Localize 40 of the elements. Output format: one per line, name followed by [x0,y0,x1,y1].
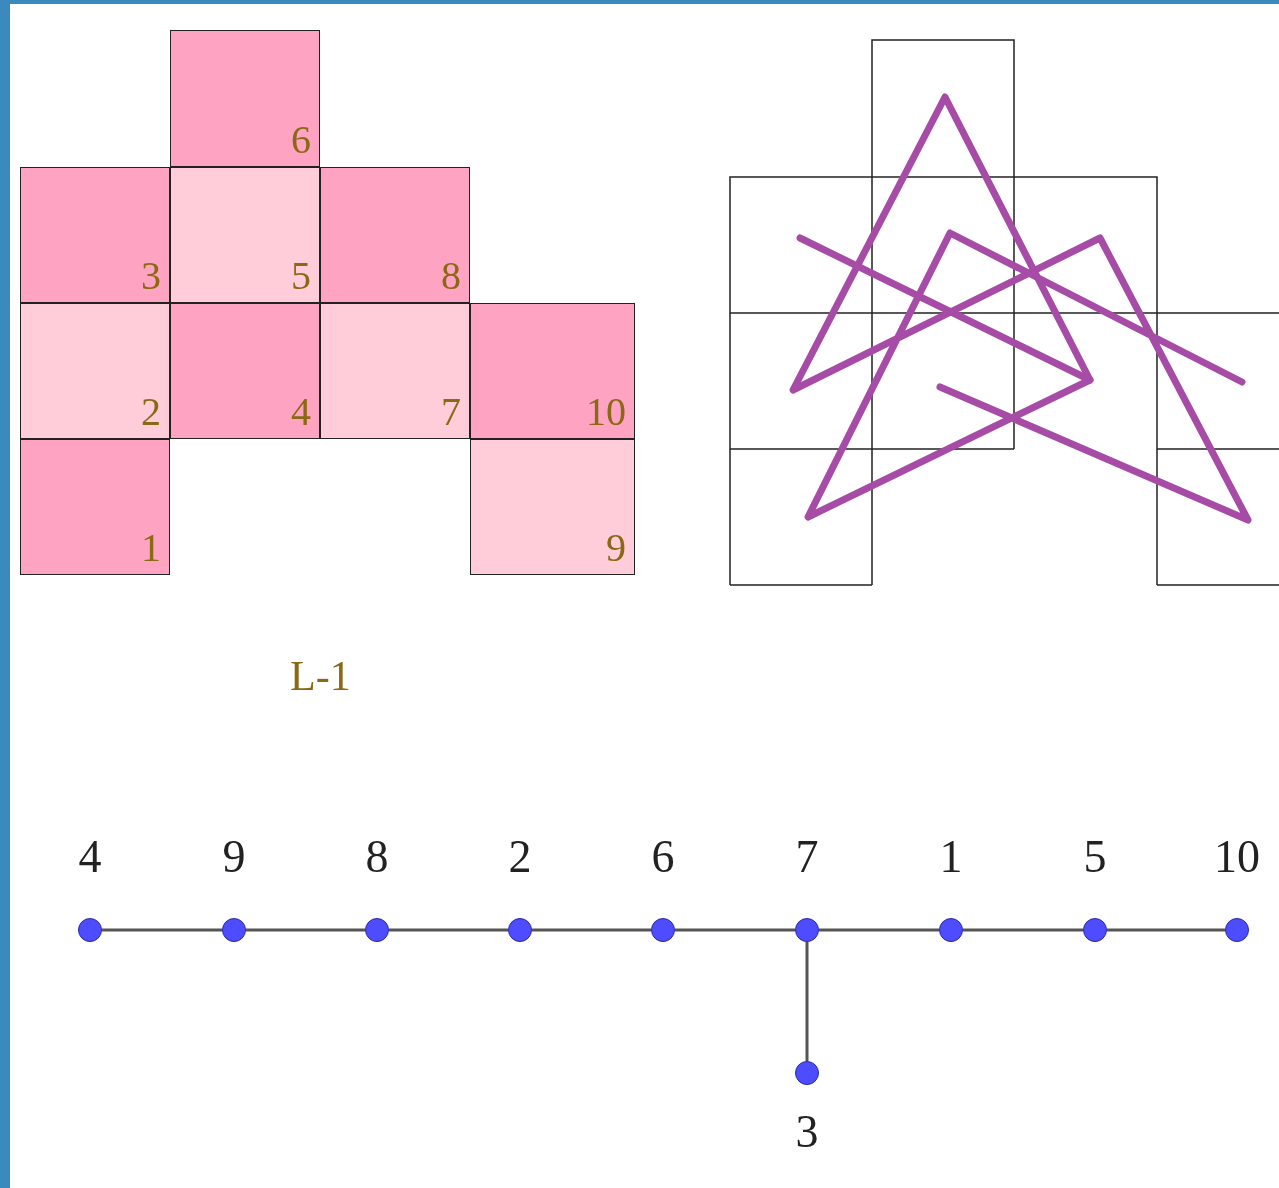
cell-number: 7 [441,392,461,432]
cell-number: 6 [291,120,311,160]
numbered-square [470,439,635,575]
graph-edge [1107,928,1225,932]
graph-edge [675,928,795,932]
graph-edge [102,928,222,932]
vertex-label: 4 [77,834,103,880]
vertex-label: 9 [221,834,247,880]
graph-edge [246,928,365,932]
vertex-label: 8 [364,834,390,880]
numbered-square [20,439,170,575]
cell-number: 4 [291,392,311,432]
graph-edge [963,928,1083,932]
numbered-square [470,303,635,439]
vertex-label: 3 [794,1109,820,1155]
cell-number: 5 [291,256,311,296]
vertex-label: 1 [938,834,964,880]
cell-number: 2 [141,392,161,432]
cell-number: 8 [441,256,461,296]
cell-number: 10 [586,392,626,432]
numbered-square [170,30,320,167]
graph-edge [819,928,939,932]
graph-edge [805,942,809,1061]
figure-label: L-1 [290,655,351,697]
numbered-square [320,303,470,439]
cell-number: 9 [606,528,626,568]
cell-number: 1 [141,528,161,568]
vertex-label: 7 [794,834,820,880]
numbered-square [170,167,320,303]
vertex-label: 5 [1082,834,1108,880]
graph-edge [532,928,651,932]
graph-edge [389,928,508,932]
vertex-label: 2 [507,834,533,880]
numbered-square [20,167,170,303]
numbered-square [20,303,170,439]
vertex-label: 10 [1213,834,1261,880]
cell-number: 3 [141,256,161,296]
vertex-label: 6 [650,834,676,880]
numbered-square [170,303,320,439]
numbered-square [320,167,470,303]
